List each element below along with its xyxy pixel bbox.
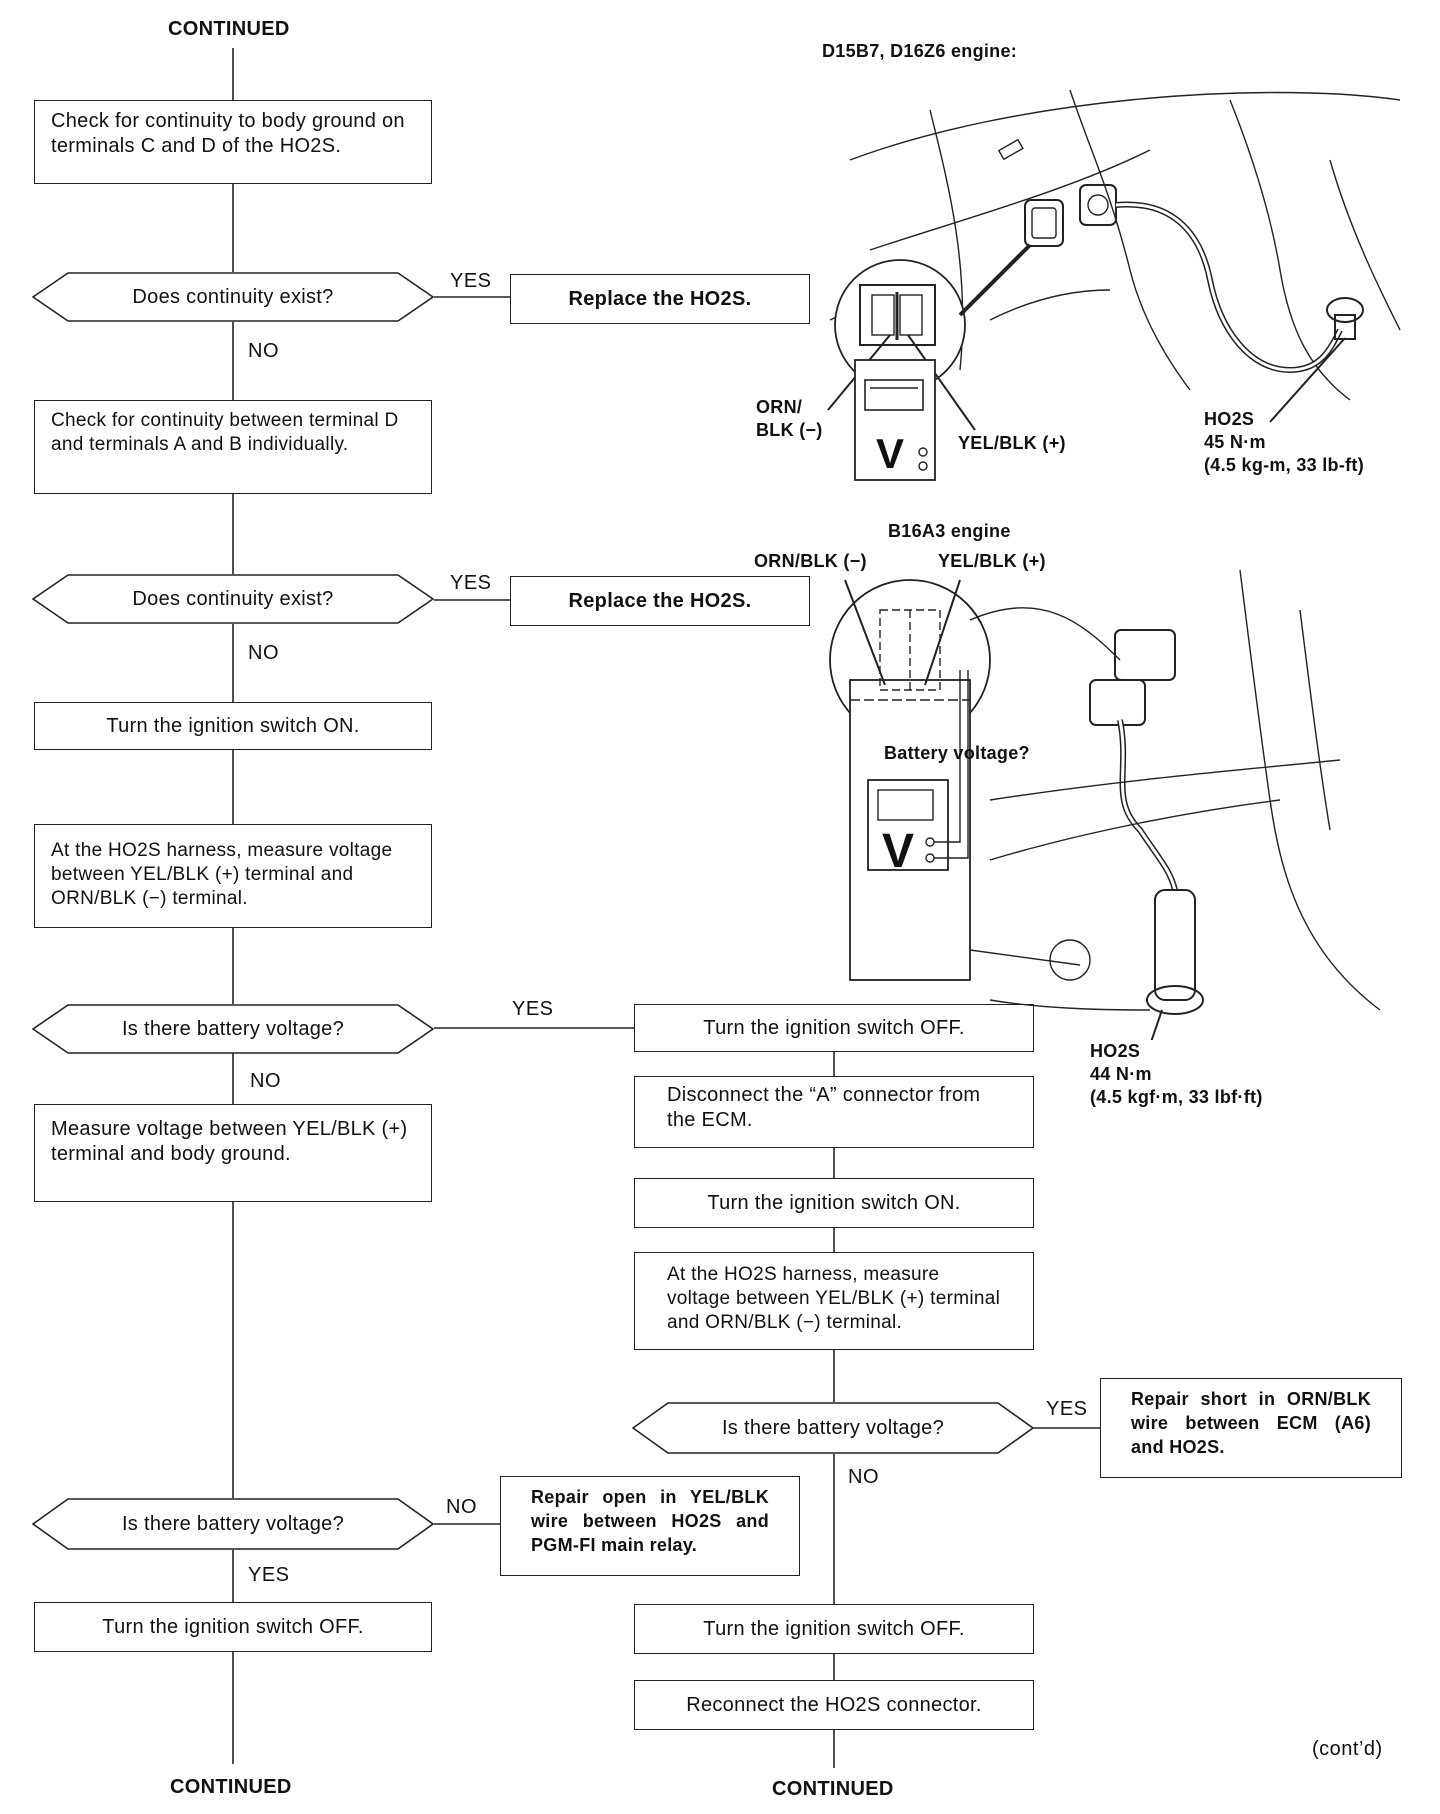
yes-label-5: YES [1046,1398,1088,1420]
no-label-5: NO [848,1466,879,1488]
result-replace-ho2s-1: Replace the HO2S. [510,274,810,324]
decision-battery-voltage-1: Is there battery voltage? [32,1004,434,1054]
yes-label-2: YES [450,572,492,594]
illus-bottom-battery-question: Battery voltage? [884,743,1030,763]
step-r-ignition-off: Turn the ignition switch OFF. [634,1004,1034,1052]
yes-label-3: YES [512,998,554,1020]
no-label-3: NO [250,1070,281,1092]
yes-label-1: YES [450,270,492,292]
illus-top-orn-blk: ORN/ BLK (−) [756,397,823,440]
step-check-body-ground: Check for continuity to body ground on t… [34,100,432,184]
step-r-disconnect-a-connector: Disconnect the “A” connector from the EC… [634,1076,1034,1148]
continued-right-label: CONTINUED [772,1778,894,1800]
decision-battery-voltage-2: Is there battery voltage? [32,1498,434,1550]
result-repair-short-orn-blk: Repair short in ORN/BLK wire between ECM… [1100,1378,1402,1478]
illus-bottom-orn-blk: ORN/BLK (−) [754,551,867,571]
step-measure-body-ground: Measure voltage between YEL/BLK (+) term… [34,1104,432,1202]
illus-top-ho2s-torque: HO2S 45 N·m (4.5 kg-m, 33 lb-ft) [1204,409,1365,475]
continued-top-label: CONTINUED [168,18,290,40]
illus-bottom-yel-blk: YEL/BLK (+) [938,551,1046,571]
illus-bottom-meter-letter: V [882,825,914,878]
illus-top-title: D15B7, D16Z6 engine: [822,41,1018,61]
step-ignition-off-left: Turn the ignition switch OFF. [34,1602,432,1652]
continued-left-label: CONTINUED [170,1776,292,1798]
illus-top-meter-letter: V [876,430,904,477]
step-r-reconnect-ho2s: Reconnect the HO2S connector. [634,1680,1034,1730]
step-r-ignition-off-2: Turn the ignition switch OFF. [634,1604,1034,1654]
step-r-ignition-on: Turn the ignition switch ON. [634,1178,1034,1228]
step-measure-harness-voltage: At the HO2S harness, measure voltage bet… [34,824,432,928]
no-label-4: NO [446,1496,477,1518]
step-ignition-on: Turn the ignition switch ON. [34,702,432,750]
illus-bottom-title: B16A3 engine [888,521,1011,541]
illus-bottom-engine-drawing: V [829,570,1381,1040]
decision-continuity-2: Does continuity exist? [32,574,434,624]
yes-label-4: YES [248,1564,290,1586]
illus-bottom-ho2s-torque: HO2S 44 N·m (4.5 kgf·m, 33 lbf·ft) [1090,1041,1263,1107]
step-r-measure-harness-voltage: At the HO2S harness, measure voltage bet… [634,1252,1034,1350]
decision-continuity-1: Does continuity exist? [32,272,434,322]
result-replace-ho2s-2: Replace the HO2S. [510,576,810,626]
contd-label: (cont’d) [1312,1738,1383,1760]
no-label-1: NO [248,340,279,362]
result-repair-open-yel-blk: Repair open in YEL/BLK wire between HO2S… [500,1476,800,1576]
illus-top-engine-drawing: V [827,89,1401,481]
no-label-2: NO [248,642,279,664]
decision-r-battery-voltage: Is there battery voltage? [632,1402,1034,1454]
illus-top-yel-blk: YEL/BLK (+) [958,433,1066,453]
step-check-terminals-d-ab: Check for continuity between terminal D … [34,400,432,494]
